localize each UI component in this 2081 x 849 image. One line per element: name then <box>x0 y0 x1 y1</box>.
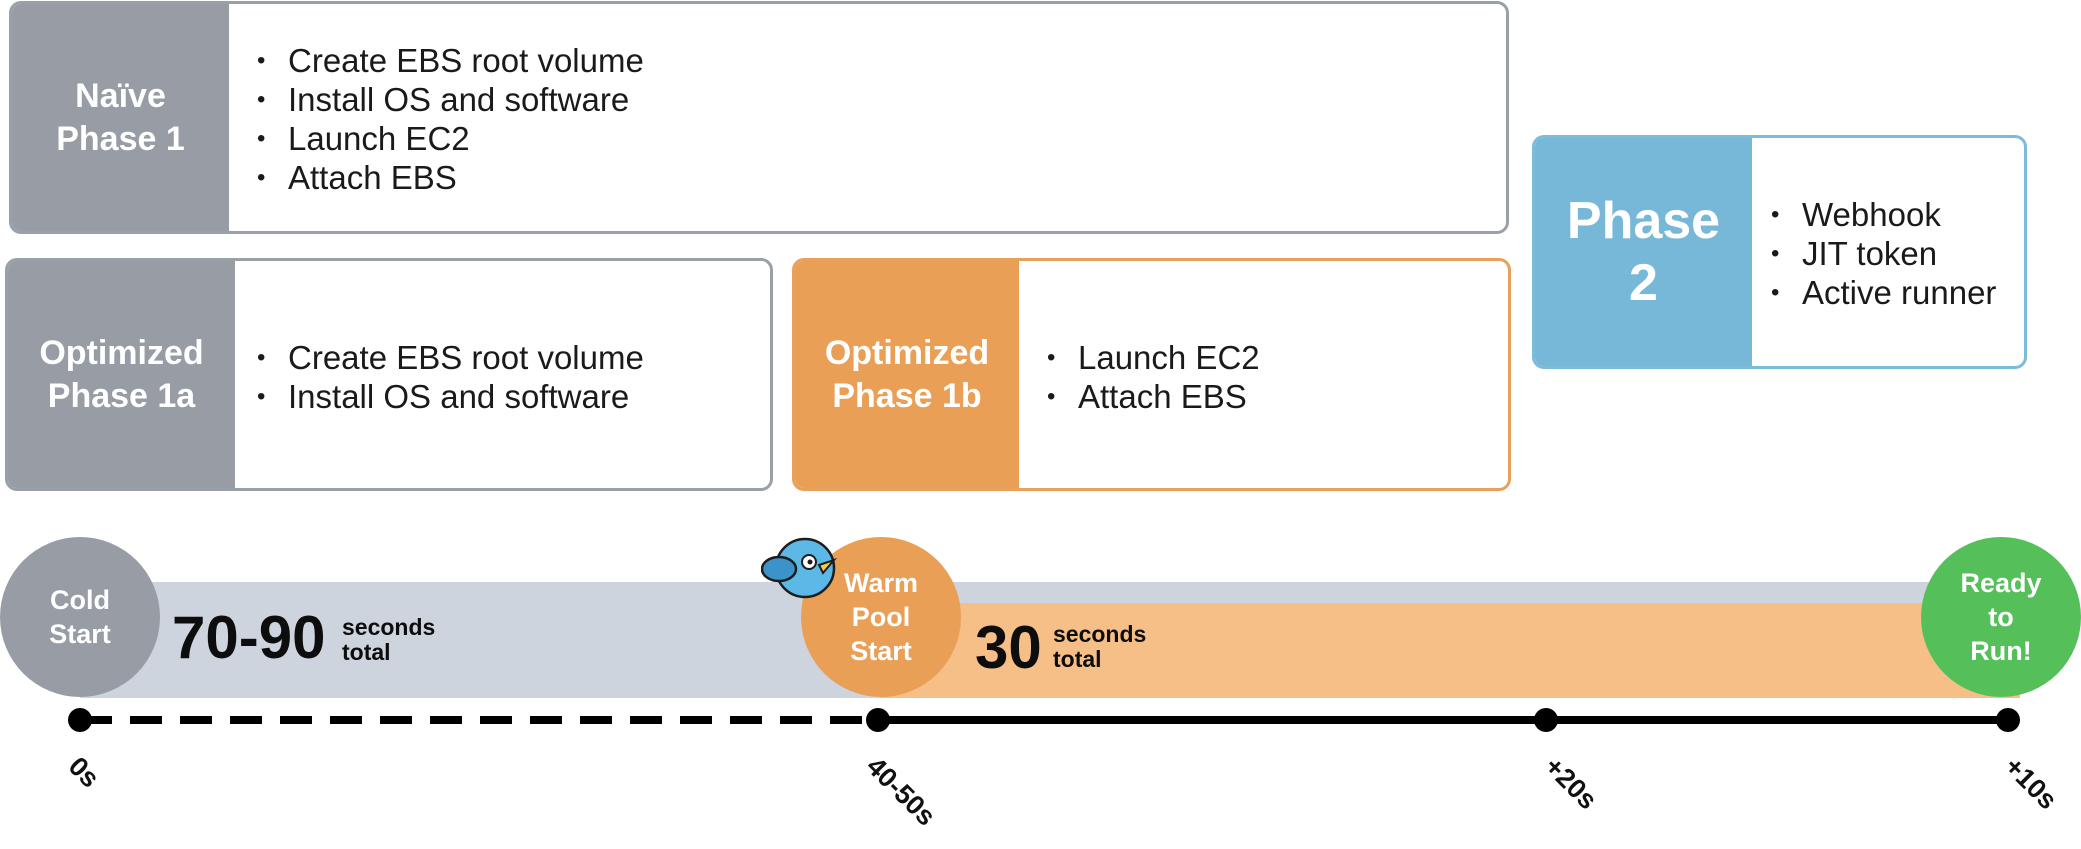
list-item: Create EBS root volume <box>257 41 644 80</box>
warm-start-duration-bar <box>880 603 2020 698</box>
phase2-label: Phase 2 <box>1535 138 1752 366</box>
tick-dot <box>68 708 92 732</box>
cold-total-value: 70-90 <box>172 604 326 671</box>
phase2-card: Phase 2 Webhook JIT token Active runner <box>1532 135 2027 369</box>
tick-dot <box>1996 708 2020 732</box>
list-item: Install OS and software <box>257 377 644 416</box>
bird-mascot-icon <box>761 537 837 599</box>
optimized-phase1a-label: Optimized Phase 1a <box>8 261 235 488</box>
list-item: Attach EBS <box>1047 377 1260 416</box>
list-item: Create EBS root volume <box>257 338 644 377</box>
optimized-phase1a-list: Create EBS root volume Install OS and so… <box>257 338 644 416</box>
list-item: Install OS and software <box>257 80 644 119</box>
optimized-phase1b-list: Launch EC2 Attach EBS <box>1047 338 1260 416</box>
list-item: Attach EBS <box>257 158 644 197</box>
naive-phase1-card: Naïve Phase 1 Create EBS root volume Ins… <box>9 1 1509 234</box>
ready-to-run-circle: Ready to Run! <box>1921 537 2081 697</box>
optimized-phase1b-label: Optimized Phase 1b <box>795 261 1019 488</box>
warm-total-text: seconds total <box>1053 621 1147 672</box>
naive-phase1-label: Naïve Phase 1 <box>12 4 229 231</box>
optimized-phase1b-card: Optimized Phase 1b Launch EC2 Attach EBS <box>792 258 1511 491</box>
tick-dot <box>866 708 890 732</box>
list-item: Active runner <box>1771 273 1996 312</box>
phase2-list: Webhook JIT token Active runner <box>1771 195 1996 312</box>
list-item: Launch EC2 <box>1047 338 1260 377</box>
list-item: Webhook <box>1771 195 1996 234</box>
naive-phase1-list: Create EBS root volume Install OS and so… <box>257 41 644 197</box>
cold-start-circle: Cold Start <box>0 537 160 697</box>
optimized-phase1a-card: Optimized Phase 1a Create EBS root volum… <box>5 258 773 491</box>
tick-dot <box>1534 708 1558 732</box>
warm-total-value: 30 <box>975 614 1042 681</box>
list-item: JIT token <box>1771 234 1996 273</box>
list-item: Launch EC2 <box>257 119 644 158</box>
cold-total-text: seconds total <box>342 614 436 665</box>
